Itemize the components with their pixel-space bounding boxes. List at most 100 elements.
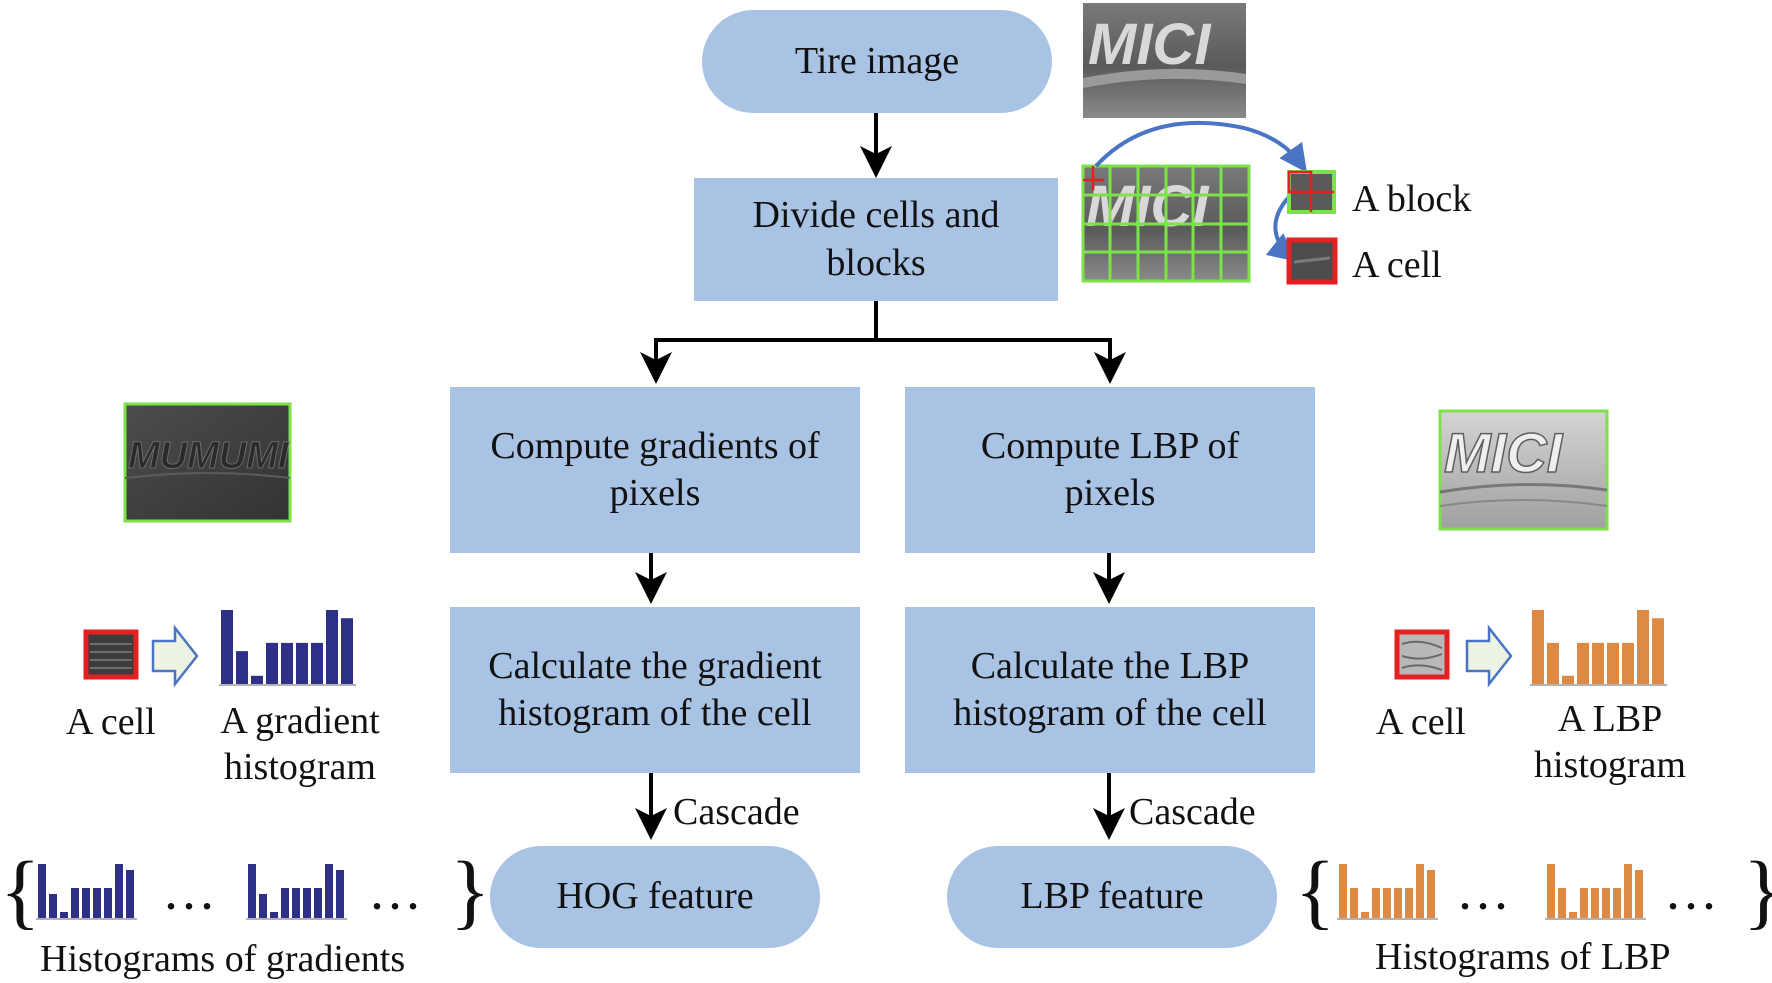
cell-thumbnail-left [83,629,139,680]
brace-right-open: { [1295,845,1336,938]
histogram-bar [281,642,293,684]
histogram-bar [1607,642,1619,684]
node-lbp-feature: LBP feature [947,846,1277,948]
svg-text:MUMUMI: MUMUMI [128,435,290,477]
label-histograms-of-gradients: Histograms of gradients [40,938,406,980]
gradient-histogram-mini-2 [246,864,347,920]
histogram-bar [292,888,300,918]
histogram-bar [1558,888,1566,918]
histogram-bar [104,888,112,918]
histogram-bar [296,642,308,684]
flow-connectors [635,112,1126,840]
ellipsis-lbp-2: ... [1668,873,1722,918]
histogram-bar [1547,642,1559,684]
histogram-bar [1613,888,1621,918]
histogram-bar [38,864,46,918]
histogram-bar [1592,642,1604,684]
label-a-cell-right: A cell [1376,701,1466,743]
node-compute-gradients: Compute gradients of pixels [450,387,860,553]
node-tire-image: Tire image [702,10,1052,113]
histogram-bar [341,618,353,684]
svg-text:MICI: MICI [1086,174,1210,239]
edge-label-cascade-right: Cascade [1129,791,1256,833]
ellipsis-gradients-1: ... [166,873,220,918]
connector-divide-split-right [876,338,1126,384]
histogram-bar [1339,864,1347,918]
histogram-bar [303,888,311,918]
histogram-bar [336,870,344,918]
histogram-bar [325,864,333,918]
histogram-bar [1624,864,1632,918]
brace-right-close: } [1743,850,1772,934]
curved-arrow-to-block [1094,120,1308,173]
histogram-bar [115,864,123,918]
label-histograms-of-lbp: Histograms of LBP [1375,936,1671,978]
label-a-cell-top: A cell [1352,244,1442,286]
node-compute-lbp: Compute LBP of pixels [905,387,1315,553]
histogram-bar [1394,888,1402,918]
histogram-bar [1532,610,1544,684]
histogram-bar [1405,888,1413,918]
histogram-bar [71,888,79,918]
hollow-arrow-right [1465,624,1513,688]
connector-divide-split [640,301,878,384]
histogram-bar [311,642,323,684]
brace-left-close: } [450,845,491,938]
node-divide-cells-blocks: Divide cells and blocks [694,178,1058,301]
histogram-bar [1569,912,1577,918]
histogram-bar [1361,912,1369,918]
histogram-bar [1602,888,1610,918]
node-hog-feature: HOG feature [490,846,820,948]
cell-thumbnail-top [1286,237,1338,285]
tire-image-thumbnail: MICI [1083,3,1246,118]
histogram-bar [1635,870,1643,918]
histogram-bar [314,888,322,918]
histogram-bar [1580,888,1588,918]
label-gradient-histogram: A gradient histogram [220,700,380,788]
lbp-histogram-mini-2 [1545,864,1646,920]
histogram-bar [251,675,263,684]
histogram-bar [1622,642,1634,684]
histogram-bar [1427,870,1435,918]
histogram-bar [248,864,256,918]
histogram-bar [1372,888,1380,918]
histogram-bar [1591,888,1599,918]
histogram-bar [82,888,90,918]
gradient-image-thumbnail: MUMUMI [123,402,292,523]
brace-left-open: { [0,845,41,938]
ellipsis-gradients-2: ... [372,873,426,918]
histogram-bar [126,870,134,918]
node-lbp-histogram: Calculate the LBP histogram of the cell [905,607,1315,773]
svg-text:MICI: MICI [1444,421,1564,484]
histogram-bar [236,651,248,684]
node-gradient-histogram: Calculate the gradient histogram of the … [450,607,860,773]
histogram-bar [1350,888,1358,918]
lbp-histogram-mini-1 [1337,864,1438,920]
histogram-bar [1637,610,1649,684]
histogram-bar [1562,675,1574,684]
histogram-bar [1383,888,1391,918]
histogram-bar [60,912,68,918]
histogram-bar [281,888,289,918]
lbp-histogram-chart [1530,610,1667,686]
histogram-bar [1547,864,1555,918]
histogram-bar [221,610,233,684]
histogram-bar [1416,864,1424,918]
gradient-histogram-chart [219,610,356,686]
cell-grid-image: MICI [1081,164,1251,283]
svg-text:MICI: MICI [1088,12,1212,77]
histogram-bar [326,610,338,684]
curved-arrow-to-cell [1265,188,1298,262]
lbp-image-thumbnail: MICI [1438,409,1609,531]
histogram-bar [49,894,57,918]
hollow-arrow-left [151,624,199,688]
histogram-bar [259,894,267,918]
label-a-cell-left: A cell [66,701,156,743]
ellipsis-lbp-1: ... [1460,873,1514,918]
histogram-bar [270,912,278,918]
histogram-bar [93,888,101,918]
histogram-bar [266,642,278,684]
block-thumbnail [1287,170,1336,214]
